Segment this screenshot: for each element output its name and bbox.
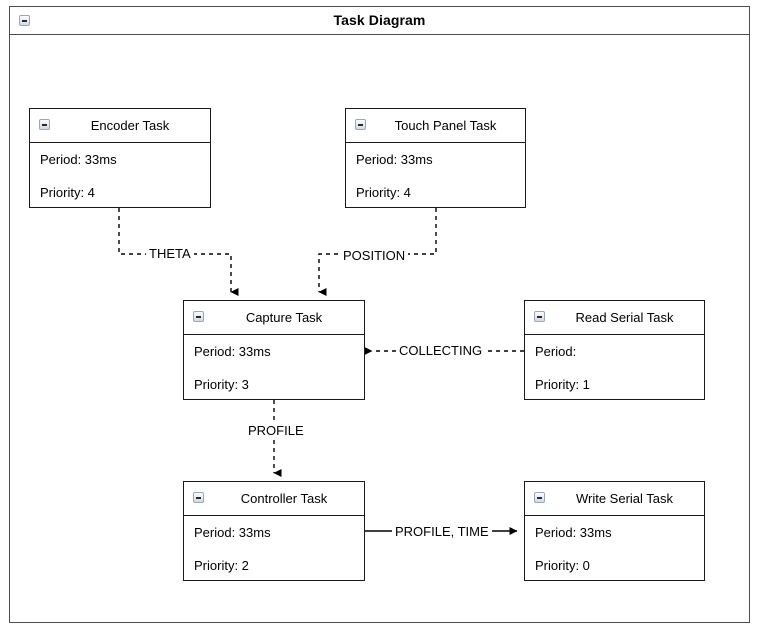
node-header: Read Serial Task — [525, 301, 704, 335]
minus-box-icon[interactable] — [534, 492, 545, 503]
node-touch-panel-task[interactable]: Touch Panel Task Period: 33ms Priority: … — [345, 108, 526, 208]
edge-label-profile-time: PROFILE, TIME — [392, 524, 492, 539]
node-header: Touch Panel Task — [346, 109, 525, 143]
edge-label-position: POSITION — [340, 248, 409, 263]
node-read-serial-task[interactable]: Read Serial Task Period: Priority: 1 — [524, 300, 705, 400]
node-header: Encoder Task — [30, 109, 210, 143]
minus-box-icon[interactable] — [193, 492, 204, 503]
page-title: Task Diagram — [333, 12, 426, 28]
node-priority: Priority: 4 — [356, 185, 411, 200]
node-priority: Priority: 2 — [194, 558, 249, 573]
node-title: Controller Task — [240, 491, 328, 506]
node-priority: Priority: 1 — [535, 377, 590, 392]
node-header: Capture Task — [184, 301, 364, 335]
node-period: Period: — [535, 344, 577, 359]
minus-box-icon[interactable] — [355, 119, 366, 130]
node-priority: Priority: 4 — [40, 185, 95, 200]
node-priority: Priority: 0 — [535, 558, 590, 573]
node-controller-task[interactable]: Controller Task Period: 33ms Priority: 2 — [183, 481, 365, 581]
node-title: Read Serial Task — [575, 310, 674, 325]
node-header: Write Serial Task — [525, 482, 704, 516]
edge-label-theta: THETA — [146, 246, 194, 261]
minus-box-icon[interactable] — [534, 311, 545, 322]
node-capture-task[interactable]: Capture Task Period: 33ms Priority: 3 — [183, 300, 365, 400]
node-header: Controller Task — [184, 482, 364, 516]
node-title: Capture Task — [245, 310, 323, 325]
frame-title-bar: Task Diagram — [10, 7, 749, 35]
node-period: Period: 33ms — [40, 152, 117, 167]
minus-box-icon[interactable] — [19, 15, 30, 26]
edge-label-profile: PROFILE — [245, 423, 307, 438]
node-period: Period: 33ms — [535, 525, 612, 540]
minus-box-icon[interactable] — [193, 311, 204, 322]
minus-box-icon[interactable] — [39, 119, 50, 130]
node-write-serial-task[interactable]: Write Serial Task Period: 33ms Priority:… — [524, 481, 705, 581]
node-encoder-task[interactable]: Encoder Task Period: 33ms Priority: 4 — [29, 108, 211, 208]
node-period: Period: 33ms — [194, 344, 271, 359]
node-period: Period: 33ms — [194, 525, 271, 540]
node-priority: Priority: 3 — [194, 377, 249, 392]
node-title: Write Serial Task — [575, 491, 674, 506]
node-title: Encoder Task — [90, 118, 170, 133]
node-title: Touch Panel Task — [394, 118, 497, 133]
node-period: Period: 33ms — [356, 152, 433, 167]
edge-label-collecting: COLLECTING — [396, 343, 486, 358]
